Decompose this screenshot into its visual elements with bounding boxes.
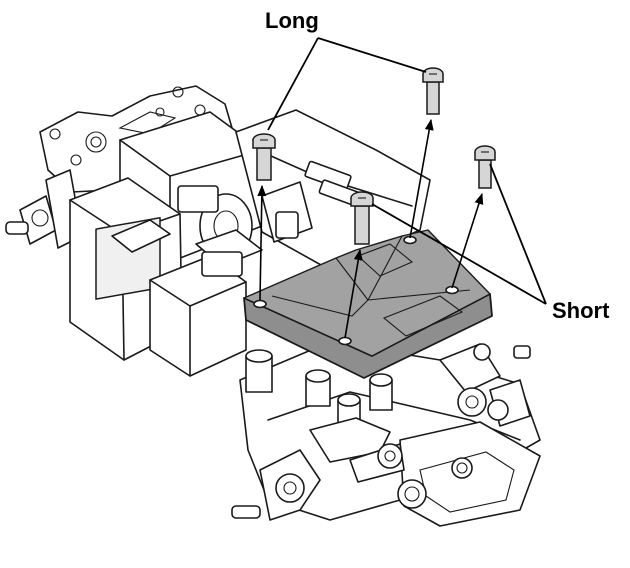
installation-arrows <box>257 118 484 339</box>
top-plate <box>243 229 493 379</box>
chassis-rail <box>201 109 431 277</box>
leader-short-right <box>489 163 547 305</box>
screw-short-right <box>474 145 496 189</box>
screw-long-left <box>252 133 276 181</box>
leader-long-right <box>317 37 427 73</box>
rear-axle-left <box>5 169 83 249</box>
leader-lines <box>267 37 547 305</box>
label-short: Short <box>552 298 610 323</box>
label-long: Long <box>265 8 319 33</box>
leader-short-center <box>371 203 547 305</box>
leader-long-left <box>267 37 319 131</box>
front-suspension <box>231 343 531 521</box>
screw-short-center <box>350 191 374 245</box>
screw-long-right <box>422 67 444 115</box>
